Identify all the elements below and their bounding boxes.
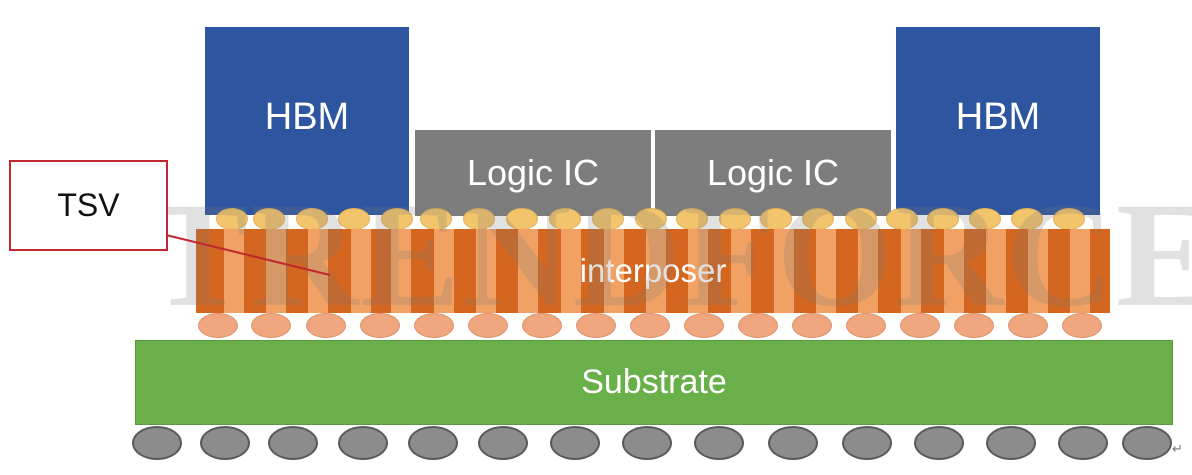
c4-bump <box>846 313 886 338</box>
solder-ball <box>768 426 818 460</box>
c4-bump <box>414 313 454 338</box>
c4-bump <box>1062 313 1102 338</box>
hbm-right-label: HBM <box>955 95 1041 138</box>
tsv-column <box>308 229 328 313</box>
solder-ball <box>200 426 250 460</box>
tsv-column <box>1028 229 1048 313</box>
interposer-label: interposer <box>579 252 727 289</box>
c4-bump <box>522 313 562 338</box>
tsv-callout-label: TSV <box>57 187 120 223</box>
tsv-column <box>604 229 624 313</box>
tsv-column <box>266 229 286 313</box>
hbm-right: HBM <box>896 27 1100 215</box>
solder-ball <box>268 426 318 460</box>
tsv-callout-box: TSV <box>9 160 168 251</box>
tsv-column <box>351 229 371 313</box>
c4-bump <box>630 313 670 338</box>
solder-ball <box>622 426 672 460</box>
tsv-column <box>858 229 878 313</box>
substrate: Substrate <box>135 340 1173 425</box>
logic-ic-right-label: Logic IC <box>706 152 840 193</box>
c4-bump <box>954 313 994 338</box>
c4-bump <box>738 313 778 338</box>
c4-bump <box>360 313 400 338</box>
solder-ball <box>132 426 182 460</box>
tsv-column <box>731 229 751 313</box>
tsv-column <box>1070 229 1090 313</box>
tsv-column <box>816 229 836 313</box>
tsv-column <box>774 229 794 313</box>
solder-ball <box>1122 426 1172 460</box>
tsv-column <box>646 229 666 313</box>
solder-ball <box>986 426 1036 460</box>
c4-bump <box>468 313 508 338</box>
c4-bump <box>684 313 724 338</box>
c4-bump <box>306 313 346 338</box>
solder-ball <box>1058 426 1108 460</box>
c4-bump <box>1008 313 1048 338</box>
solder-ball <box>914 426 964 460</box>
c4-bump <box>900 313 940 338</box>
solder-ball <box>478 426 528 460</box>
c4-bump <box>792 313 832 338</box>
c4-bump <box>198 313 238 338</box>
solder-ball <box>338 426 388 460</box>
substrate-label: Substrate <box>581 363 727 401</box>
logic-ic-left-label: Logic IC <box>466 152 600 193</box>
tsv-pointer-line <box>165 234 331 276</box>
tsv-column <box>986 229 1006 313</box>
hbm-left-label: HBM <box>264 95 350 138</box>
tsv-column <box>901 229 921 313</box>
solder-ball <box>694 426 744 460</box>
interposer: interposer <box>196 229 1110 313</box>
solder-ball <box>550 426 600 460</box>
logic-ic-right: Logic IC <box>655 130 891 216</box>
return-arrow-icon: ↵ <box>1172 441 1183 456</box>
tsv-column <box>944 229 964 313</box>
c4-bump <box>576 313 616 338</box>
tsv-column <box>518 229 538 313</box>
solder-ball <box>408 426 458 460</box>
tsv-column <box>688 229 708 313</box>
tsv-column <box>434 229 454 313</box>
tsv-column <box>391 229 411 313</box>
c4-bump <box>251 313 291 338</box>
tsv-column <box>476 229 496 313</box>
tsv-column <box>561 229 581 313</box>
solder-ball <box>842 426 892 460</box>
logic-ic-left: Logic IC <box>415 130 651 216</box>
hbm-left: HBM <box>205 27 409 215</box>
